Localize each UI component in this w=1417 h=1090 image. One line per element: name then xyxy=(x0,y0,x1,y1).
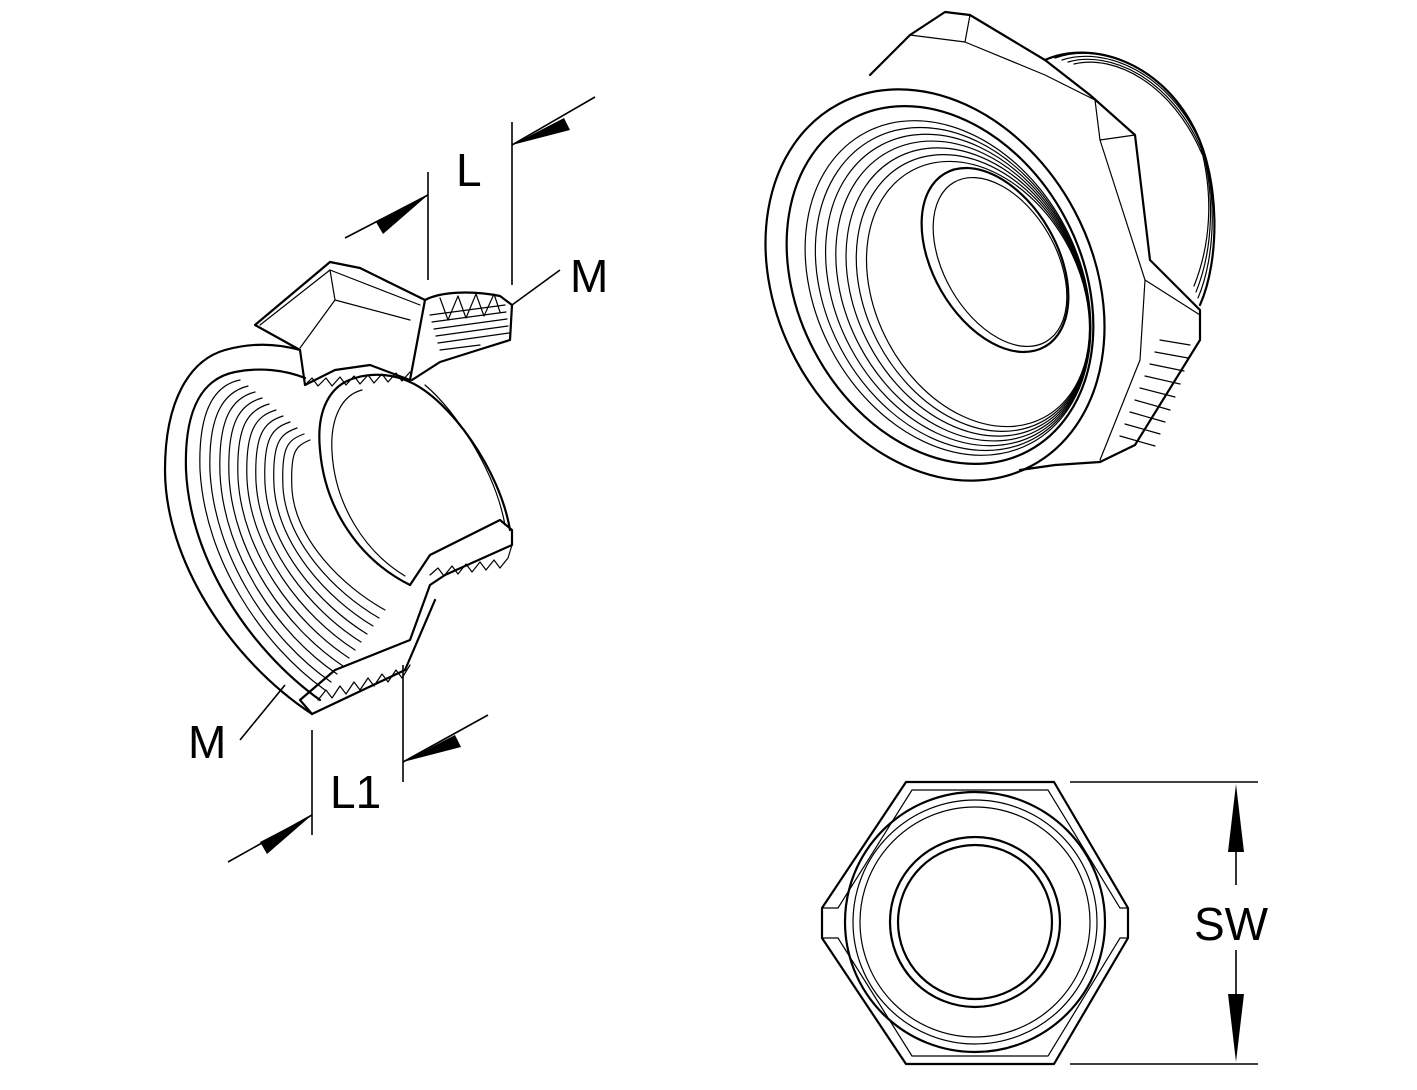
side-thread-teeth xyxy=(1119,339,1191,447)
hex-top-section xyxy=(253,260,427,387)
leader-M-top: M xyxy=(511,250,608,306)
inner-shoulder-ring xyxy=(331,389,406,577)
dimension-SW: SW xyxy=(1070,781,1269,1065)
male-thread-back xyxy=(1043,51,1216,307)
inner-shoulder xyxy=(318,373,412,587)
front-view xyxy=(820,780,1130,1066)
top-section-teeth xyxy=(304,371,411,387)
front-collar-outer xyxy=(764,88,1106,482)
label-L1: L1 xyxy=(330,766,381,818)
collar-outer-circle xyxy=(843,790,1107,1054)
dimension-L: L xyxy=(344,96,596,285)
internal-thread-grooves xyxy=(199,379,386,691)
inner-bore-circle xyxy=(896,843,1054,1001)
male-thread-teeth-top xyxy=(429,293,510,351)
arrow-head xyxy=(260,815,312,854)
male-thread-back-grooves xyxy=(1054,52,1213,299)
hex-body xyxy=(868,10,1202,472)
sectioned-reducer-view xyxy=(163,260,514,716)
large-bore-rim-inner xyxy=(184,368,322,702)
leader-M-bottom: M xyxy=(188,684,286,768)
male-thread-stub-top xyxy=(410,291,514,382)
label-L: L xyxy=(456,144,482,196)
bottom-thread-teeth xyxy=(317,664,411,701)
front-collar-inner xyxy=(785,105,1095,465)
small-bore-face xyxy=(408,380,512,532)
inner-bore xyxy=(920,166,1070,354)
front-internal-threads xyxy=(804,120,1092,456)
large-bore-outer-edge xyxy=(163,343,314,716)
bottom-section-teeth xyxy=(429,544,513,577)
arrow-head xyxy=(376,195,428,234)
thread-circle xyxy=(859,806,1091,1038)
arrow-head xyxy=(512,118,570,145)
small-bore-face-line xyxy=(424,384,506,526)
arrow-head xyxy=(1228,994,1244,1062)
hex-outline xyxy=(820,780,1130,1066)
inner-bore-edge xyxy=(932,176,1068,348)
dimension-L1: L1 xyxy=(227,665,489,863)
arrow-head xyxy=(1228,784,1244,852)
hex-bottom-section xyxy=(298,518,514,716)
arrow-head xyxy=(403,735,461,762)
collar-circle xyxy=(852,799,1098,1045)
label-SW: SW xyxy=(1194,898,1269,950)
bore-circle xyxy=(888,835,1062,1009)
label-M-bottom: M xyxy=(188,716,226,768)
label-M-top: M xyxy=(570,250,608,302)
isometric-reducer-view xyxy=(764,10,1216,482)
